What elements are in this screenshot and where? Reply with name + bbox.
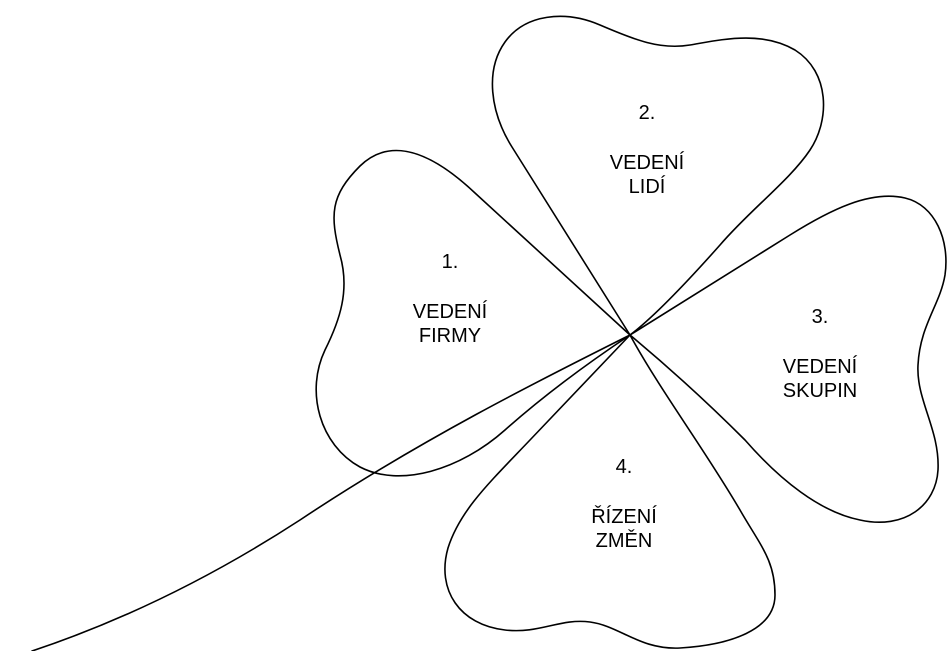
leaf-2-title-line1: VEDENÍ bbox=[609, 152, 685, 174]
leaf-1-outline bbox=[315, 149, 631, 477]
leaf-3-outline bbox=[629, 195, 947, 523]
leaf-1-title-line2: FIRMY bbox=[418, 325, 482, 347]
leaf-1-label: 1. VEDENÍ FIRMY bbox=[370, 250, 530, 348]
leaf-4-outline bbox=[444, 334, 776, 649]
leaf-3-title-line1: VEDENÍ bbox=[782, 356, 858, 378]
leaf-4-title-line2: ZMĚN bbox=[595, 530, 653, 552]
leaf-4-title-line1: ŘÍZENÍ bbox=[591, 506, 657, 528]
leaf-2-title-line2: LIDÍ bbox=[628, 176, 666, 198]
leaf-4-label: 4. ŘÍZENÍ ZMĚN bbox=[544, 455, 704, 553]
leaf-3-number: 3. bbox=[811, 306, 829, 328]
clover-stem bbox=[31, 334, 631, 651]
leaf-2-outline bbox=[491, 15, 825, 336]
leaf-3-title-line2: SKUPIN bbox=[782, 380, 858, 402]
leaf-3-label: 3. VEDENÍ SKUPIN bbox=[740, 305, 900, 403]
leaf-1-title-line1: VEDENÍ bbox=[412, 301, 488, 323]
leaf-1-number: 1. bbox=[441, 251, 459, 273]
leaf-4-number: 4. bbox=[615, 456, 633, 478]
leaf-2-label: 2. VEDENÍ LIDÍ bbox=[567, 101, 727, 199]
leaf-2-number: 2. bbox=[638, 102, 656, 124]
